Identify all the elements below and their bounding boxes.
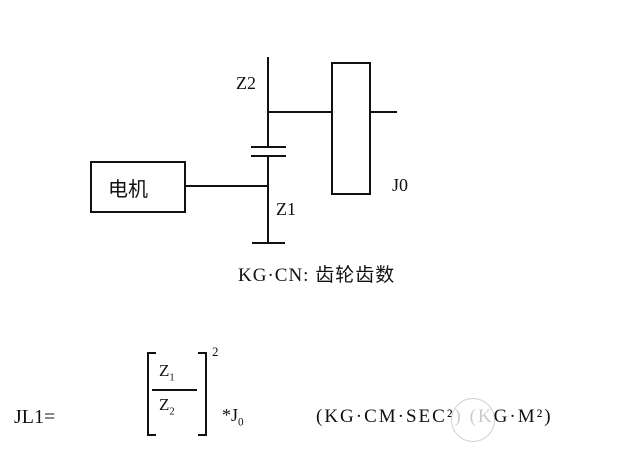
denominator-base: Z <box>159 395 170 414</box>
shaft-z2-line <box>267 57 269 147</box>
formula-multiplier: *J0 <box>222 405 244 429</box>
shaft-to-load-line <box>268 111 331 113</box>
multiplier-sub: 0 <box>238 416 244 429</box>
motor-label: 电机 <box>108 178 148 201</box>
fraction-bar <box>152 389 197 391</box>
shaft-z1-line <box>267 157 269 243</box>
caption-gear-teeth: KG·CN: 齿轮齿数 <box>238 265 396 286</box>
load-inertia-box <box>331 62 371 195</box>
formula-units: (KG·CM·SEC²) (KG·M²) <box>316 406 553 427</box>
inertia-j0-label: J0 <box>392 175 409 195</box>
load-output-stub <box>371 111 397 113</box>
shaft-z1-end-tick <box>252 242 285 244</box>
formula-bracket-left <box>147 352 156 436</box>
numerator-base: Z <box>159 361 170 380</box>
watermark-circle <box>451 398 495 442</box>
formula-denominator: Z2 <box>159 395 175 418</box>
gear-z2-label: Z2 <box>236 73 256 93</box>
formula-bracket-right <box>198 352 207 436</box>
gear-z1-label: Z1 <box>276 199 296 219</box>
numerator-sub: 1 <box>169 372 175 384</box>
formula-lhs: JL1= <box>14 406 56 428</box>
motor-box: 电机 <box>90 161 186 213</box>
formula-exponent: 2 <box>212 344 219 359</box>
denominator-sub: 2 <box>169 406 175 418</box>
gear-mesh-top-line <box>251 146 286 148</box>
gear-mesh-bottom-line <box>251 155 286 157</box>
multiplier-base: *J <box>222 405 239 425</box>
motor-shaft-line <box>186 185 267 187</box>
formula-numerator: Z1 <box>159 361 175 384</box>
